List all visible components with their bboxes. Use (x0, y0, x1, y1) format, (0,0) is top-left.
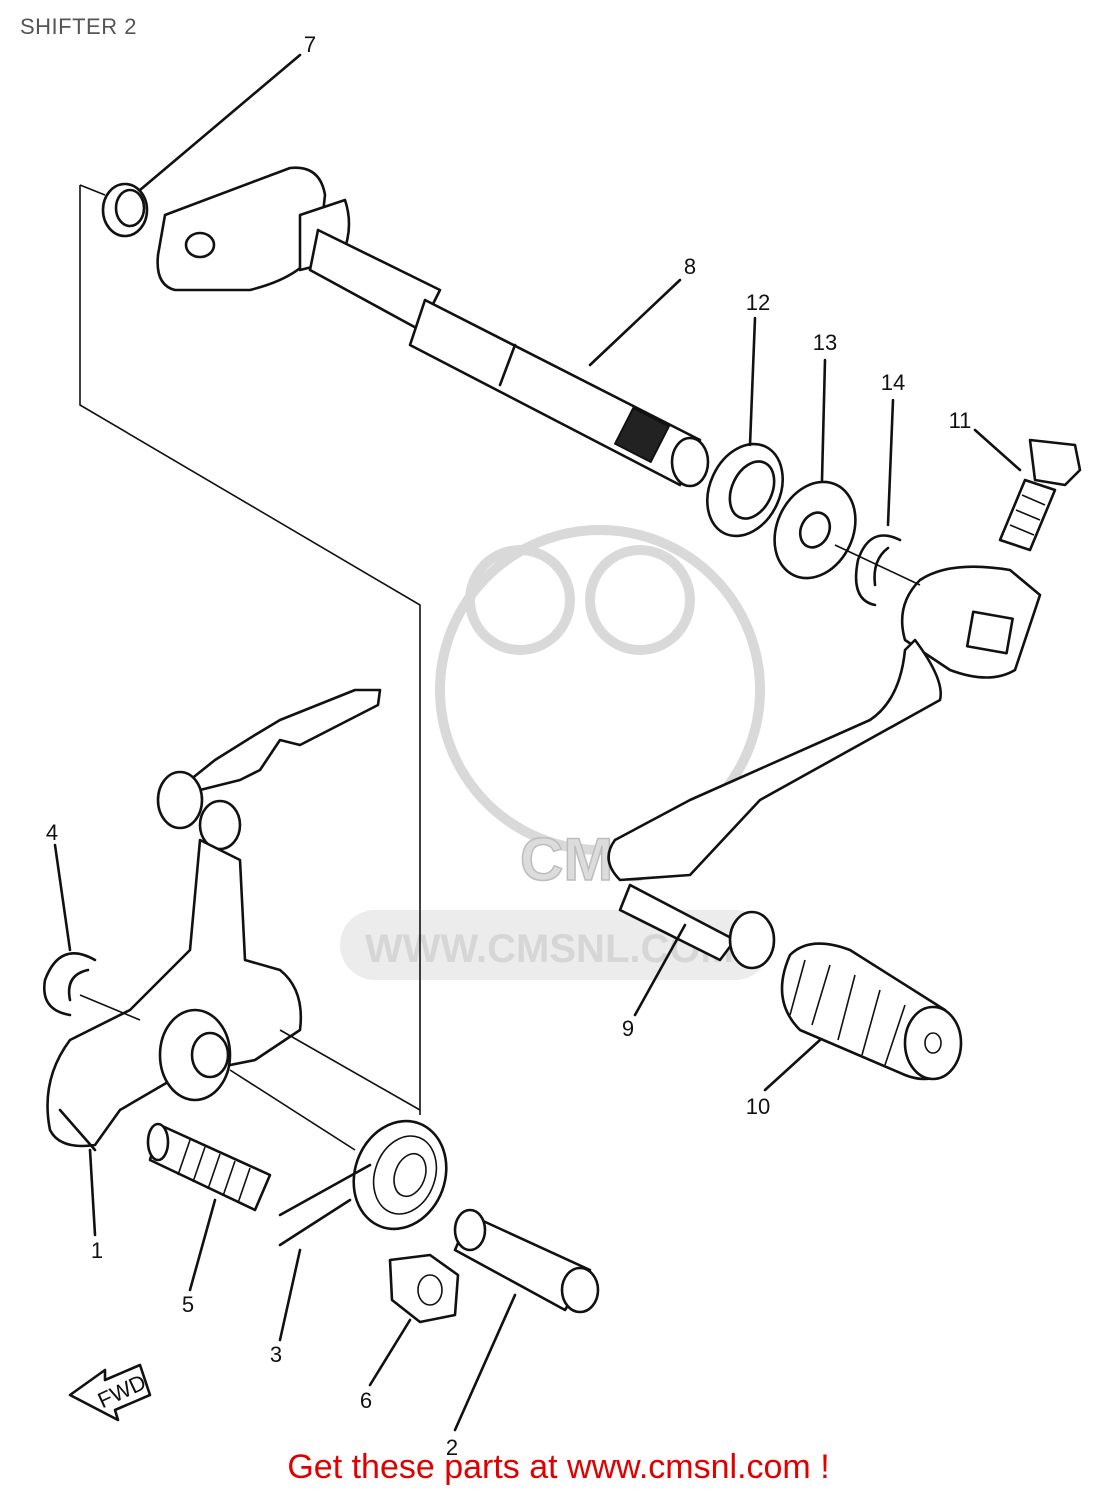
callout-7: 7 (304, 32, 316, 57)
footer-link[interactable]: Get these parts at www.cmsnl.com ! (287, 1448, 830, 1486)
part-7-bushing (101, 182, 149, 238)
callout-5: 5 (182, 1292, 194, 1317)
callout-6: 6 (360, 1388, 372, 1413)
callout-9: 9 (622, 1016, 634, 1041)
part-2-collar (453, 1208, 600, 1314)
leader-lines (53, 53, 1022, 1432)
callout-4: 4 (46, 820, 58, 845)
part-1-shift-arm (46, 688, 382, 1152)
callouts: 7 8 12 13 14 11 4 9 10 1 5 3 6 2 (46, 32, 972, 1460)
callout-14: 14 (881, 370, 905, 395)
callout-11: 11 (949, 408, 972, 433)
shift-pedal (607, 565, 1042, 970)
callout-13: 13 (813, 330, 837, 355)
callout-2: 2 (446, 1435, 458, 1460)
callout-3: 3 (270, 1342, 282, 1367)
assembly-frame (79, 184, 421, 1115)
part-10-rubber (780, 942, 963, 1081)
callout-10: 10 (746, 1094, 770, 1119)
page-title: SHIFTER 2 (20, 14, 137, 39)
part-5-pin (146, 1122, 272, 1212)
part-12-oil-seal (706, 442, 784, 538)
part-3-spring (278, 1119, 448, 1247)
fwd-arrow: FWD (68, 1363, 152, 1422)
callout-1: 1 (91, 1238, 103, 1263)
part-13-washer (773, 480, 857, 580)
callout-8: 8 (684, 254, 696, 279)
guide-lines (79, 544, 921, 1151)
part-14-circlip (854, 534, 902, 607)
part-11-bolt (998, 438, 1082, 552)
callout-12: 12 (746, 290, 770, 315)
part-8-shift-shaft (156, 166, 710, 488)
part-6-nut (388, 1253, 460, 1324)
watermark: CMS WWW.CMSNL.COM (340, 525, 770, 980)
part-4-circlip (42, 952, 97, 1017)
